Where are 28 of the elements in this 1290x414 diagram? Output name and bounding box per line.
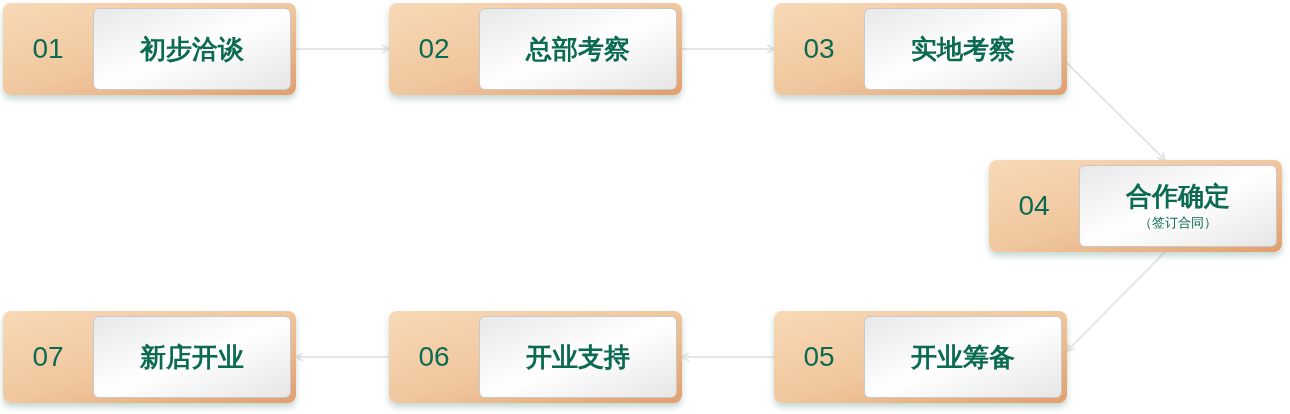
arrow xyxy=(681,352,775,362)
step-number: 02 xyxy=(418,32,450,66)
step-number: 05 xyxy=(803,340,835,374)
arrow xyxy=(295,44,390,54)
step-number: 03 xyxy=(803,32,835,66)
step-card xyxy=(389,311,682,403)
step-card xyxy=(389,3,682,95)
step-card xyxy=(989,160,1282,252)
step-card xyxy=(3,311,296,403)
step-number: 04 xyxy=(1018,189,1050,223)
step-card xyxy=(774,311,1067,403)
step-card xyxy=(774,3,1067,95)
step-title: 开业筹备 xyxy=(911,340,1015,374)
arrow xyxy=(681,44,775,54)
arrow xyxy=(1066,62,1166,161)
arrow xyxy=(1066,251,1166,352)
step-title: 实地考察 xyxy=(911,32,1015,66)
step-number: 06 xyxy=(418,340,450,374)
step-title: 合作确定 xyxy=(1126,180,1230,213)
step-number: 07 xyxy=(32,340,64,374)
step-title: 总部考察 xyxy=(526,32,630,66)
step-card xyxy=(3,3,296,95)
step-title: 开业支持 xyxy=(526,340,630,374)
arrow xyxy=(295,352,390,362)
step-note: （签订合同） xyxy=(1139,213,1217,232)
step-title: 新店开业 xyxy=(140,340,244,374)
step-title: 初步洽谈 xyxy=(140,32,244,66)
step-number: 01 xyxy=(32,32,64,66)
